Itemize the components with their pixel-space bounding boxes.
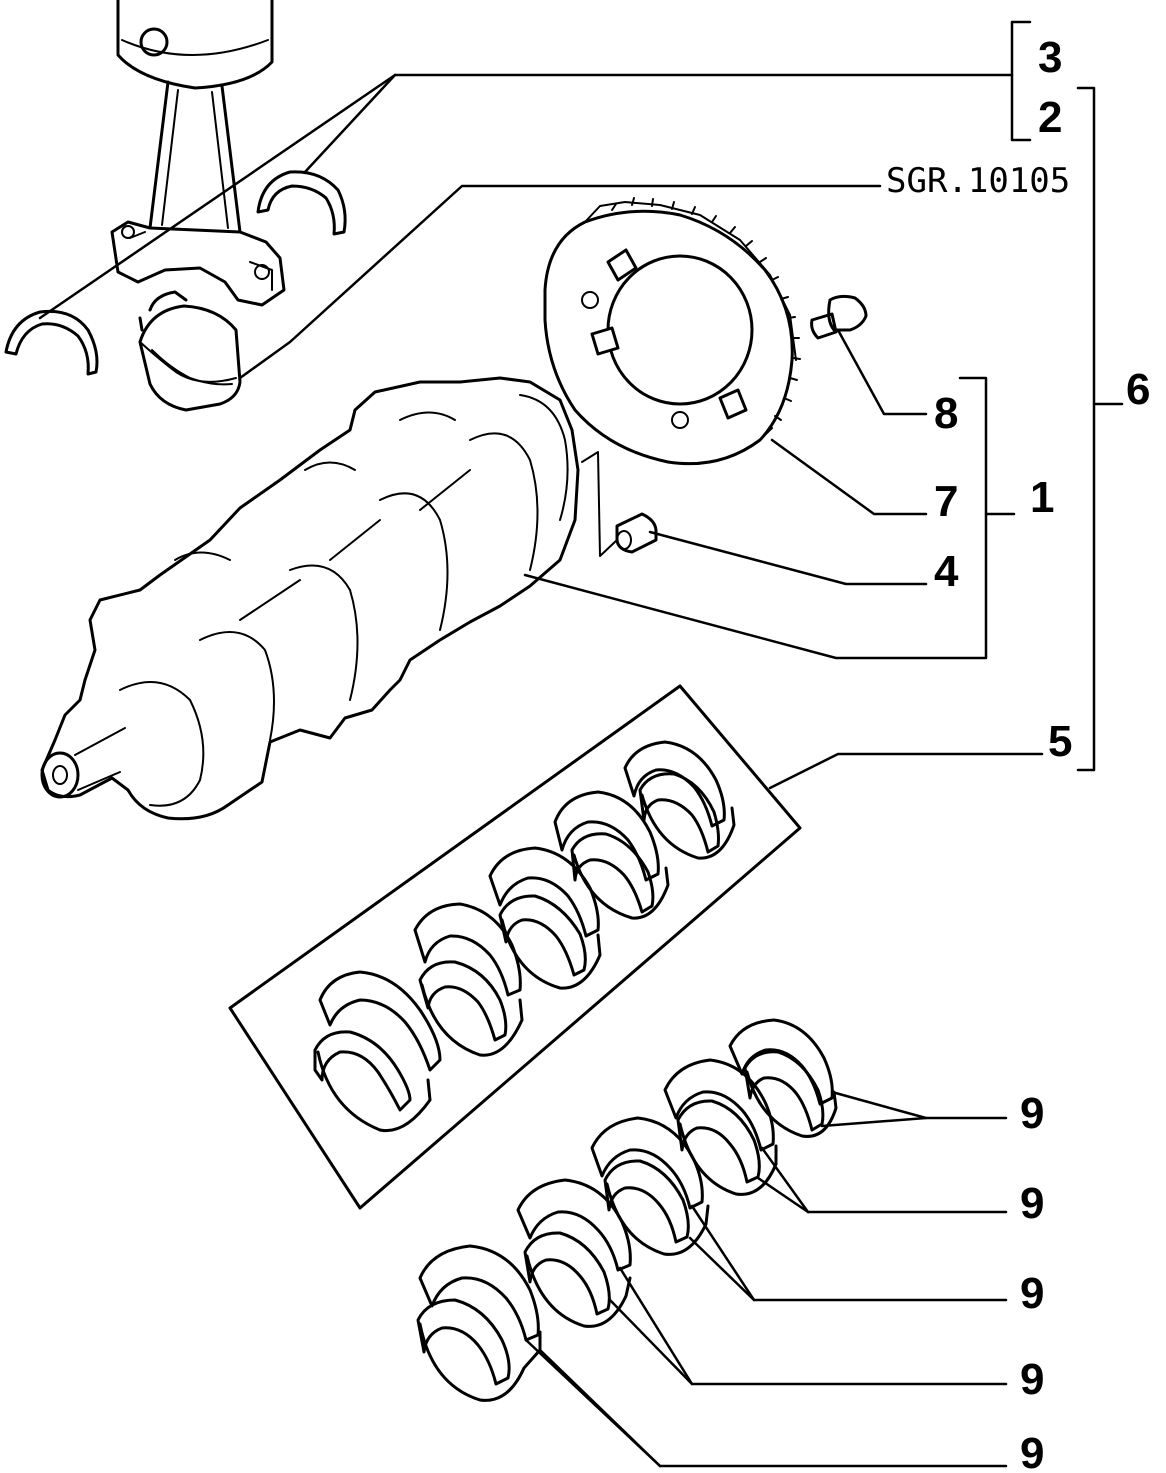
callout-5: 5 (1048, 717, 1072, 766)
callout-4: 4 (934, 547, 959, 596)
callout-9: 9 (1020, 1429, 1044, 1473)
callout-9: 9 (1020, 1089, 1044, 1138)
callout-1: 1 (1030, 473, 1054, 522)
conrod-cap (138, 290, 242, 412)
callout-9: 9 (1020, 1355, 1044, 1404)
conrod-bearing-left-shell (4, 309, 99, 376)
main-bearing-kit-box (228, 684, 802, 1210)
callout-9: 9 (1020, 1179, 1044, 1228)
callout-9: 9 (1020, 1269, 1044, 1318)
main-bearing-shells-loose (416, 1018, 838, 1402)
callout-3: 3 (1038, 33, 1062, 82)
callout-6: 6 (1126, 365, 1150, 414)
timing-gear (543, 197, 801, 466)
callout-2: 2 (1038, 93, 1062, 142)
callout-7: 7 (934, 477, 958, 526)
callout-8: 8 (934, 389, 958, 438)
drawing-code: SGR.10105 (886, 161, 1070, 201)
leader-lines (38, 20, 1124, 1468)
piston-connecting-rod-assembly (110, 0, 286, 307)
crankshaft (40, 376, 580, 821)
conrod-bearing-upper-shell (256, 170, 347, 236)
gear-bolt (810, 294, 868, 340)
dowel-pin (581, 451, 658, 557)
